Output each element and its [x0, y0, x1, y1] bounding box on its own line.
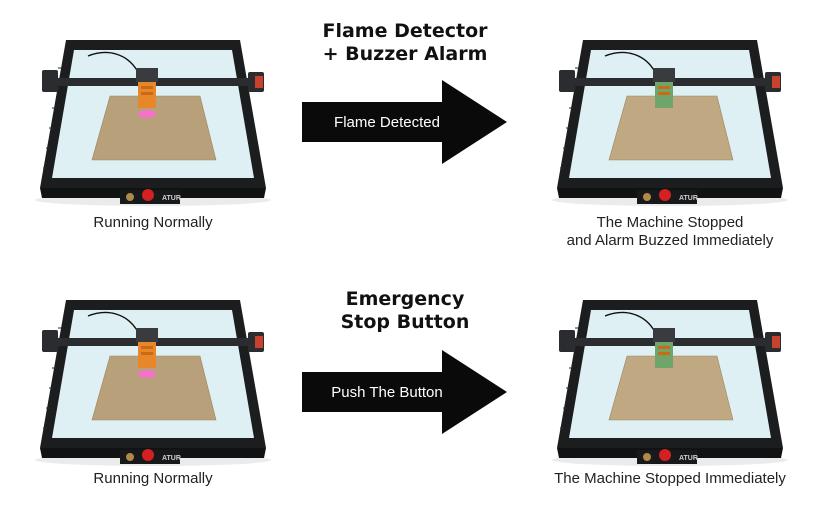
laser-engraver-illustration: ATUR — [552, 40, 788, 206]
before-caption: Running Normally — [93, 470, 213, 487]
laser-engraver-illustration: ATUR — [552, 300, 788, 466]
laser-engraver-illustration: ATUR — [35, 40, 271, 206]
svg-text:ATUR: ATUR — [679, 455, 698, 462]
right-arrow-icon — [302, 80, 507, 164]
arrow-push-the-button: Push The Button — [302, 350, 507, 434]
machine-running-normally: ATUR — [28, 288, 278, 468]
svg-text:ATUR: ATUR — [162, 455, 181, 462]
right-arrow-icon — [302, 350, 507, 434]
emergency-stop-section: ATUR Running Normally Emergency Stop But… — [0, 260, 828, 520]
before-caption: Running Normally — [93, 214, 213, 231]
emergency-stop-button-icon — [142, 189, 154, 201]
machine-stopped-immediately: ATUR — [545, 288, 795, 468]
arrow-label: Flame Detected — [334, 113, 440, 131]
emergency-stop-button-icon — [659, 449, 671, 461]
emergency-stop-button-icon — [142, 449, 154, 461]
svg-text:ATUR: ATUR — [679, 195, 698, 202]
machine-running-normally: ATUR — [28, 28, 278, 208]
laser-engraver-illustration: ATUR — [35, 300, 271, 466]
arrow-flame-detected: Flame Detected — [302, 80, 507, 164]
section-heading: Emergency Stop Button — [340, 288, 470, 333]
section-heading: Flame Detector + Buzzer Alarm — [322, 20, 488, 65]
emergency-stop-button-icon — [659, 189, 671, 201]
arrow-label: Push The Button — [331, 383, 443, 401]
svg-text:ATUR: ATUR — [162, 195, 181, 202]
machine-stopped-alarm: ATUR — [545, 28, 795, 208]
after-caption: The Machine Stopped and Alarm Buzzed Imm… — [566, 214, 774, 249]
flame-detector-section: ATUR Running Normally Flame Detector + B… — [28, 20, 795, 249]
after-caption: The Machine Stopped Immediately — [554, 470, 786, 487]
